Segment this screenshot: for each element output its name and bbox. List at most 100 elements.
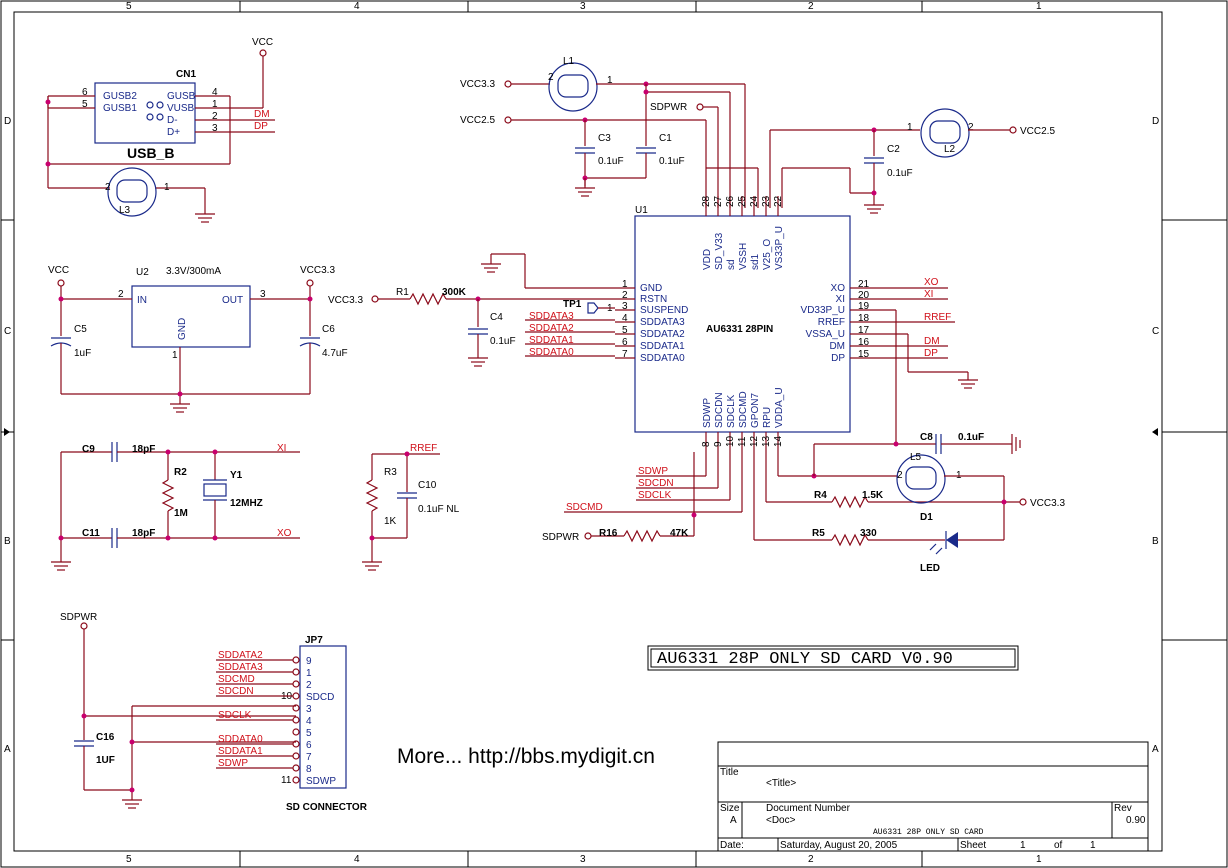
value-c3: 0.1uF (598, 156, 624, 167)
net-label: SDDATA0 (218, 734, 263, 745)
net-label-vcc: VCC (48, 265, 69, 276)
pin-label: VD33P_U (801, 305, 845, 316)
pin-label: 3 (306, 704, 312, 715)
col-label: 3 (580, 1, 586, 12)
pin-number: 28 (701, 195, 712, 207)
pin-label: SDDATA1 (640, 341, 685, 352)
value-c11: 18pF (132, 528, 155, 539)
value-c10: 0.1uF NL (418, 504, 460, 515)
net-label-sdcmd: SDCMD (566, 502, 603, 513)
pin-number: 14 (773, 435, 784, 447)
ground-icon (481, 263, 501, 273)
net-label-sdpwr: SDPWR (542, 532, 579, 543)
value-r1: 300K (442, 287, 467, 298)
net-label-sdcdn: SDCDN (638, 478, 674, 489)
pin-number: 11 (281, 775, 292, 786)
pin-label: IN (137, 295, 147, 306)
pin-label: SD_V33 (714, 232, 725, 270)
pin-number: 5 (622, 325, 628, 336)
ref-c3: C3 (598, 133, 611, 144)
pin-label: SDCMD (738, 391, 749, 428)
net-label: SDDATA2 (529, 323, 574, 334)
pin-number: 19 (858, 301, 870, 312)
pin-number: 2 (622, 290, 628, 301)
ground-icon (864, 204, 884, 214)
col-label: 4 (354, 1, 360, 12)
pin-label: RPU (762, 407, 773, 428)
vcc25-section: 1 2 L2 VCC2.5 C2 0.1uF (769, 108, 1055, 214)
row-label: C (1152, 326, 1159, 337)
pin-label: DM (829, 341, 845, 352)
pin-label: GUSB (167, 91, 196, 102)
net-label: SDDATA0 (529, 347, 574, 358)
website-link[interactable]: More... http://bbs.mydigit.cn (397, 745, 655, 768)
jp7-pin-list: 9SDDATA21SDDATA32SDCMDSDCD10SDCDN34SDCLK… (216, 650, 336, 787)
net-label-rref: RREF (410, 443, 437, 454)
u1-bottom-wiring: SDWP SDCDN SDCLK SDCMD SDPWR R16 47K R5 … (542, 432, 1065, 574)
led-icon (946, 532, 958, 548)
ref-c1: C1 (659, 133, 672, 144)
pin-number: 8 (701, 441, 712, 447)
pin-label: SDDATA3 (640, 317, 685, 328)
crystal-section: C9 18pF XI C11 18pF XO R2 1M Y1 12MHZ (51, 442, 300, 571)
ic-name: AU6331 28PIN (706, 324, 773, 335)
pin-number: 23 (761, 195, 772, 207)
pin-label: 6 (306, 740, 312, 751)
col-label: 2 (808, 854, 814, 865)
resistor-r1 (409, 292, 447, 306)
resistor-r2 (161, 479, 175, 512)
rref-section: RREF R3 1K C10 0.1uF NL (362, 443, 460, 571)
ref-c9: C9 (82, 444, 95, 455)
pin-number: 18 (858, 313, 870, 324)
ferrite-bead-l3: 2 1 L3 (48, 167, 215, 223)
sheet-value: 1 (1020, 840, 1026, 851)
pin-number: 27 (713, 195, 724, 207)
net-label-xi: XI (924, 289, 933, 300)
ref-l2: L2 (944, 144, 956, 155)
pin-label: 8 (306, 764, 312, 775)
net-label: SDWP (218, 758, 248, 769)
pin-number: 3 (212, 123, 218, 134)
pin-number: 2 (105, 182, 111, 193)
pin-label: SDCLK (726, 394, 737, 428)
pin-label: 1 (306, 668, 312, 679)
pin-label: sd (726, 259, 737, 270)
title-sub: AU6331 28P ONLY SD CARD (873, 828, 984, 837)
pin-number: 21 (858, 279, 870, 290)
net-label-vcc: VCC (252, 37, 273, 48)
u1-left-wiring: VCC3.3 R1 300K C4 0.1uF TP1 1 SDDATA3 SD… (328, 253, 615, 367)
ref-tp1: TP1 (563, 299, 582, 310)
net-label: SDCDN (218, 686, 254, 697)
pin-number: 16 (858, 337, 870, 348)
ref-jp7: JP7 (305, 635, 323, 646)
pin-number: 20 (858, 290, 870, 301)
ref-c16: C16 (96, 732, 115, 743)
pin-label: XI (836, 294, 845, 305)
net-label: SDDATA2 (218, 650, 263, 661)
test-point-icon (587, 302, 599, 314)
ground-icon (122, 799, 142, 809)
regulator-u2: U2 3.3V/300mA IN OUT GND 2 3 1 VCC C5 1u… (48, 265, 348, 413)
net-label-dp: DP (924, 348, 938, 359)
value-c2: 0.1uF (887, 168, 913, 179)
value-r2: 1M (174, 508, 188, 519)
pin-label: SDDATA2 (640, 329, 685, 340)
pin-label: SDWP (306, 776, 336, 787)
ref-l1: L1 (563, 56, 575, 67)
pin-number: 22 (773, 195, 784, 207)
pin-number: 2 (897, 470, 903, 481)
board-banner: AU6331 28P ONLY SD CARD V0.90 (647, 645, 1019, 671)
sd-connector-jp7: SDPWR C16 1UF JP7 SD CONNECTOR (60, 612, 368, 813)
pin-number: 12 (749, 435, 760, 447)
net-label-vcc33: VCC3.3 (300, 265, 335, 276)
pin-label: DP (831, 353, 845, 364)
regulator-desc: 3.3V/300mA (166, 266, 221, 277)
pin-label: 2 (306, 680, 312, 691)
pin-label: SDCD (306, 692, 334, 703)
net-label: SDCLK (218, 710, 252, 721)
pin-number: 9 (713, 441, 724, 447)
value-c1: 0.1uF (659, 156, 685, 167)
row-label: A (4, 744, 11, 755)
pin-number: 1 (907, 122, 913, 133)
